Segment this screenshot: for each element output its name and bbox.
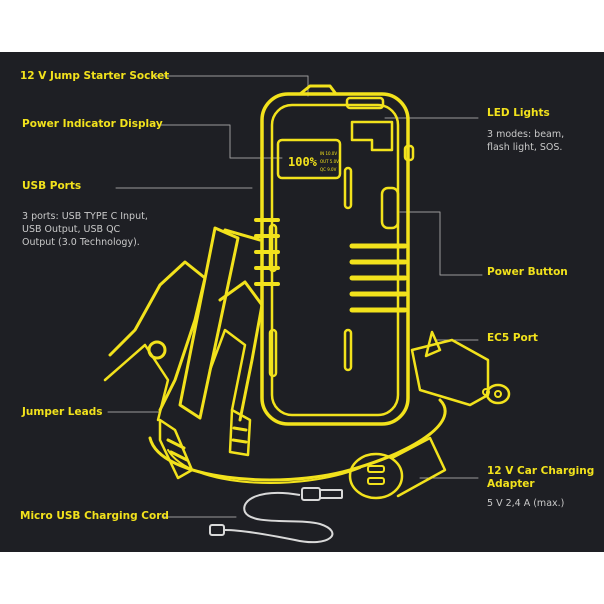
label-car-charging-adapter: 12 V Car Charging Adapter: [487, 465, 595, 490]
power-bank-body: [254, 84, 415, 426]
power-display-screen: 100% IN 10.0V OUT 5.0V QC 9.0V: [288, 151, 339, 172]
diagram-panel: [0, 52, 604, 552]
label-usb-ports: USB Ports: [22, 180, 82, 192]
label-jump-starter-socket: 12 V Jump Starter Socket: [20, 70, 170, 82]
label-led-lights: LED Lights: [487, 107, 550, 119]
label-micro-usb-cord: Micro USB Charging Cord: [20, 510, 169, 522]
desc-led-lights: 3 modes: beam, flash light, SOS.: [487, 129, 565, 153]
label-power-indicator-display: Power Indicator Display: [22, 118, 163, 130]
jumper-clamp-left: [103, 260, 207, 480]
desc-usb-ports: 3 ports: USB TYPE C Input, USB Output, U…: [22, 211, 148, 248]
ec5-connector: [410, 330, 511, 407]
display-stat: OUT 5.0V: [320, 159, 339, 164]
micro-usb-cord: [209, 487, 343, 544]
desc-car-charging-adapter: 5 V 2,4 A (max.): [487, 498, 565, 509]
jumper-clamp-right: [208, 280, 264, 457]
display-stat: QC 9.0V: [320, 167, 337, 172]
display-percent: 100%: [288, 155, 318, 169]
car-charging-adapter: [348, 436, 447, 500]
label-jumper-leads: Jumper Leads: [22, 406, 103, 418]
label-power-button: Power Button: [487, 266, 568, 278]
label-ec5-port: EC5 Port: [487, 332, 538, 344]
display-stat: IN 10.0V: [320, 151, 337, 156]
